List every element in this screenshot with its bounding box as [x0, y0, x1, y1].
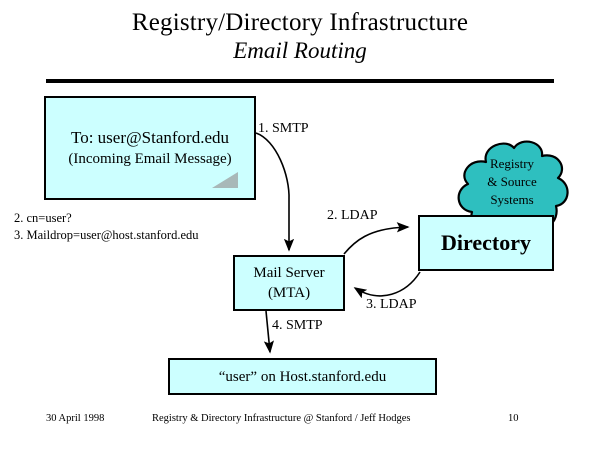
directory-label: Directory [441, 230, 531, 255]
page-title: Registry/Directory Infrastructure Email … [0, 8, 600, 65]
edge-label-step3: 3. LDAP [366, 297, 417, 312]
cloud-line-2: & Source [487, 174, 537, 189]
mail-server-node: Mail Server (MTA) [233, 255, 345, 311]
mail-server-line-1: Mail Server [253, 265, 325, 281]
mail-server-line-2: (MTA) [267, 285, 311, 301]
title-divider [46, 79, 554, 83]
slide-footer: 30 April 1998 Registry & Directory Infra… [0, 412, 600, 432]
arrow-step3-ldap [353, 271, 421, 299]
email-to-line: To: user@Stanford.edu [71, 127, 229, 147]
footer-date: 30 April 1998 [46, 413, 105, 424]
email-caption-line: (Incoming Email Message) [68, 150, 232, 167]
cloud-line-1: Registry [489, 156, 535, 171]
title-line-main: Registry/Directory Infrastructure [131, 9, 469, 36]
edge-label-step1: 1. SMTP [258, 121, 309, 136]
edge-label-step2: 2. LDAP [327, 208, 378, 223]
arrow-step4-smtp [263, 310, 275, 354]
email-message-node: To: user@Stanford.edu (Incoming Email Me… [44, 96, 256, 200]
footer-title: Registry & Directory Infrastructure @ St… [152, 413, 411, 424]
query-notes-list: 2. cn=user? 3. Maildrop=user@host.stanfo… [14, 210, 274, 244]
directory-node: Directory [418, 215, 554, 271]
arrow-step2-ldap [343, 222, 410, 255]
registry-cloud-label: Registry & Source Systems [462, 155, 562, 209]
cloud-line-3: Systems [490, 192, 534, 207]
user-host-label: “user” on Host.stanford.edu [218, 368, 387, 385]
title-line-subtitle: Email Routing [233, 38, 367, 63]
query-note-item: 2. cn=user? [14, 211, 72, 225]
edge-label-step4: 4. SMTP [272, 318, 323, 333]
query-note-item: 3. Maildrop=user@host.stanford.edu [14, 228, 199, 242]
user-host-node: “user” on Host.stanford.edu [168, 358, 437, 395]
footer-page-number: 10 [508, 413, 519, 424]
